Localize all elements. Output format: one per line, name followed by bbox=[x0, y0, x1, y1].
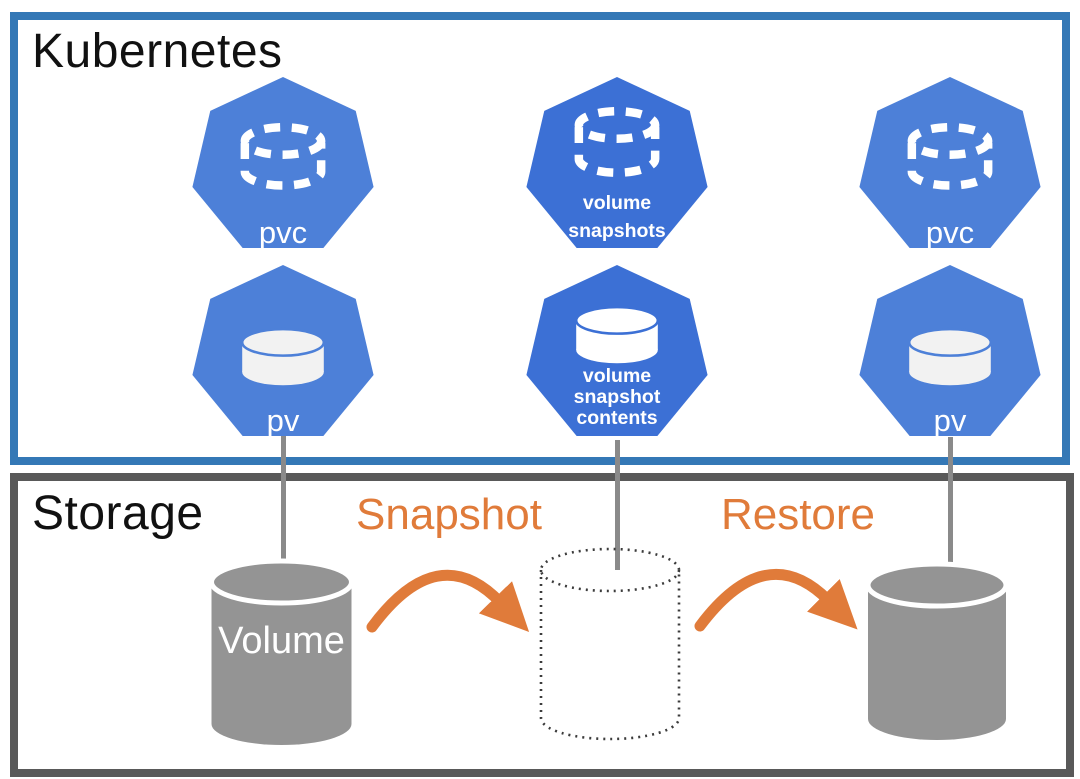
snapshot-cylinder-dotted bbox=[538, 545, 682, 743]
node-volume-snapshots: volume snapshots bbox=[526, 77, 708, 248]
node-pvc-left: pvc bbox=[192, 77, 374, 250]
kubernetes-title: Kubernetes bbox=[32, 25, 283, 78]
node-pv-left: pv bbox=[192, 265, 374, 438]
connector-contents-to-snapshot-cylinder bbox=[615, 440, 620, 570]
volume-label: Volume bbox=[218, 620, 345, 662]
restore-label: Restore bbox=[720, 490, 876, 539]
node-label: pvc bbox=[258, 215, 308, 250]
solid-cylinder-icon bbox=[907, 327, 993, 386]
node-label-line: contents bbox=[576, 407, 658, 429]
node-pvc-right: pvc bbox=[859, 77, 1041, 250]
node-label-line: volume bbox=[582, 192, 652, 214]
node-label: pv bbox=[266, 403, 300, 438]
dashed-cylinder-icon bbox=[574, 107, 660, 177]
gray-cylinder-icon bbox=[865, 561, 1009, 740]
connector-pv-right-to-restored-volume bbox=[948, 437, 953, 593]
dashed-cylinder-icon bbox=[240, 123, 326, 190]
snapshot-label: Snapshot bbox=[356, 490, 542, 539]
dashed-cylinder-icon bbox=[907, 123, 993, 190]
connector-pv-left-to-volume bbox=[281, 436, 286, 588]
node-label: pv bbox=[933, 403, 967, 438]
node-label-line: volume bbox=[582, 365, 652, 387]
node-label-line: snapshot bbox=[573, 386, 661, 408]
node-label-line: snapshots bbox=[568, 220, 666, 242]
solid-cylinder-icon bbox=[574, 305, 660, 364]
node-volume-snapshot-contents: volume snapshot contents bbox=[526, 265, 708, 436]
solid-cylinder-icon bbox=[240, 327, 326, 386]
node-pv-right: pv bbox=[859, 265, 1041, 438]
restored-volume-cylinder bbox=[865, 560, 1009, 742]
node-label: volume snapshots bbox=[526, 189, 707, 245]
node-label: volume snapshot contents bbox=[526, 365, 707, 429]
dotted-cylinder-icon bbox=[539, 547, 681, 741]
node-label: pvc bbox=[925, 215, 975, 250]
storage-title: Storage bbox=[32, 487, 204, 540]
gray-cylinder-icon bbox=[209, 558, 354, 745]
source-volume-cylinder: Volume bbox=[209, 556, 354, 748]
